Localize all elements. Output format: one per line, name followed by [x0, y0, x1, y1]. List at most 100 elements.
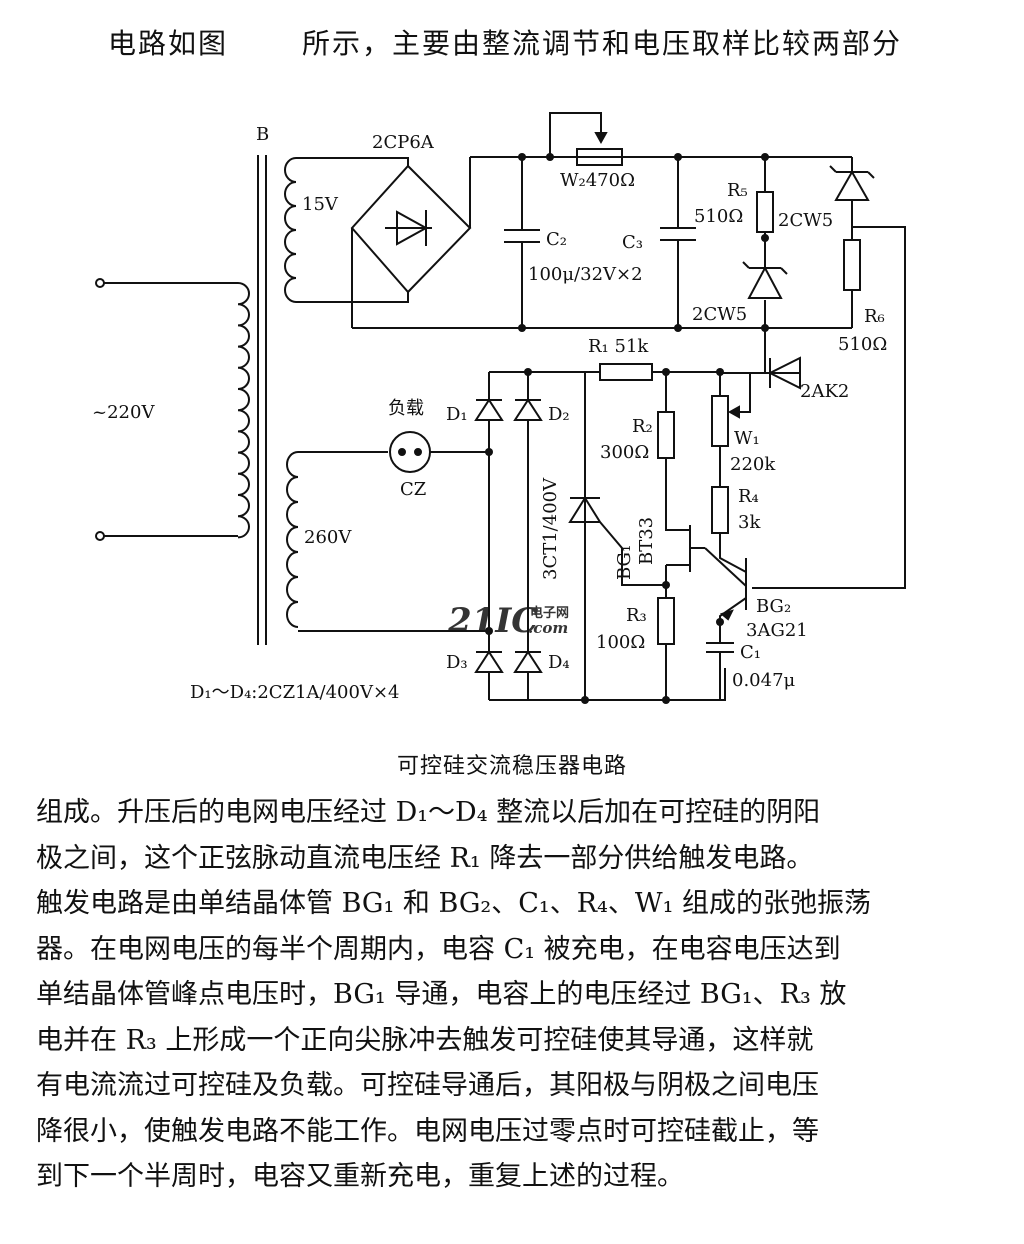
primary-coil [237, 282, 250, 539]
diode-d3 [474, 650, 504, 673]
junction-load [485, 448, 493, 456]
bridge-rectifier [350, 164, 472, 294]
label-d1: D₁ [446, 404, 468, 425]
label-r4-value: 3k [738, 512, 761, 533]
paragraph-line: 组成。升压后的电网电压经过 D₁～D₄ 整流以后加在可控硅的阴阳 [36, 797, 821, 828]
label-r4: R₄ [738, 486, 759, 507]
paragraph-line: 触发电路是由单结晶体管 BG₁ 和 BG₂、C₁、R₄、W₁ 组成的张弛振荡 [36, 888, 872, 919]
junction-c3-bottom [674, 324, 682, 332]
bridge-diode-symbol [385, 210, 432, 246]
label-bg1: BG₁ [614, 545, 635, 580]
junction-bridge-top [524, 368, 532, 376]
paragraph-line: 到下一个半周时，电容又重新充电，重复上述的过程。 [36, 1161, 684, 1192]
capacitor-c2 [504, 157, 540, 328]
label-2ak2: 2AK2 [800, 381, 849, 402]
label-c2: C₂ [546, 229, 567, 250]
scr-3ct1 [568, 372, 665, 700]
resistor-r4 [711, 486, 729, 534]
label-r6: R₆ [864, 306, 885, 327]
junction-r1-right [662, 368, 670, 376]
resistor-r1 [599, 363, 653, 381]
pot-w2-wiper [549, 112, 602, 157]
label-c1: C₁ [740, 642, 761, 663]
diode-d1 [474, 398, 504, 421]
watermark-21ic: 21IC 电子网 .com [447, 601, 569, 641]
label-load: 负载 [388, 398, 424, 419]
label-d4: D₄ [548, 652, 570, 673]
secondary-15v-top-lead [296, 157, 409, 166]
paragraph-line: 电并在 R₃ 上形成一个正向尖脉冲去触发可控硅使其导通，这样就 [36, 1024, 814, 1056]
label-transformer: B [256, 124, 269, 145]
zener-2cw5-top [829, 157, 875, 240]
secondary-coil-260v [286, 451, 299, 628]
label-c3: C₃ [622, 232, 643, 253]
label-r1: R₁ 51k [588, 336, 649, 357]
label-bg2: BG₂ [756, 596, 791, 617]
pot-w1-wiper [738, 373, 751, 413]
bg2-transistor [704, 547, 747, 643]
label-r2-value: 300Ω [600, 442, 649, 463]
zener-2cw5-mid [742, 261, 788, 299]
label-r3-value: 100Ω [596, 632, 645, 653]
junction-r5-top [761, 153, 769, 161]
junction-r5-zener [761, 234, 769, 242]
label-r5: R₅ [727, 180, 748, 201]
junction-c3-top [674, 153, 682, 161]
junction-260v-bottom [485, 627, 493, 635]
label-w1-value: 220k [730, 454, 776, 475]
label-d2: D₂ [548, 404, 570, 425]
junction-bg1-r3 [662, 581, 670, 589]
label-r2: R₂ [632, 416, 653, 437]
junction-scr-bottom [581, 696, 589, 704]
paragraph-line: 降很小，使触发电路不能工作。电网电压过零点时可控硅截止，等 [36, 1115, 819, 1147]
circuit-diagram: B ~220V 15V 260V 2CP6A W₂470Ω C₂ C₃ 100μ… [92, 112, 906, 704]
junction-c2-bottom [518, 324, 526, 332]
label-c1-value: 0.047μ [732, 670, 796, 691]
pot-w1 [711, 395, 729, 447]
load-socket [389, 431, 431, 473]
label-c23-value: 100μ/32V×2 [528, 264, 643, 285]
intro-part2: 所示，主要由整流调节和电压取样比较两部分 [302, 27, 903, 60]
label-r3: R₃ [626, 605, 647, 626]
watermark-com: .com [528, 619, 568, 637]
label-w2: W₂470Ω [560, 170, 635, 191]
body-paragraph: 组成。升压后的电网电压经过 D₁～D₄ 整流以后加在可控硅的阴阳 极之间，这个正… [36, 790, 986, 1200]
pot-w2 [576, 148, 623, 166]
mains-terminal-bottom [95, 531, 105, 541]
watermark-logo: 21IC [447, 601, 538, 641]
paragraph-line: 器。在电网电压的每半个周期内，电容 C₁ 被充电，在电容电压达到 [36, 933, 841, 965]
figure-caption: 可控硅交流稳压器电路 [396, 754, 627, 779]
label-zener-mid: 2CW5 [692, 304, 747, 325]
paragraph-line: 单结晶体管峰点电压时，BG₁ 导通，电容上的电压经过 BG₁、R₃ 放 [36, 979, 847, 1010]
label-r6-value: 510Ω [838, 334, 887, 355]
label-bg1-type: BT33 [636, 517, 657, 565]
junction-w2 [546, 153, 554, 161]
label-scr: 3CT1/400V [540, 477, 561, 580]
junction-r3-bottom [662, 696, 670, 704]
intro-line: 电路如图 所示，主要由整流调节和电压取样比较两部分 [108, 22, 902, 62]
capacitor-c1 [706, 622, 734, 700]
resistor-r2 [657, 411, 675, 459]
secondary-coil-15v [284, 157, 297, 303]
junction-w1-top [716, 368, 724, 376]
label-w1: W₁ [734, 428, 760, 449]
load-socket-pin-right [414, 448, 422, 456]
junction-c2-top [518, 153, 526, 161]
bg2-emitter-arrow [719, 609, 734, 621]
label-bridge: 2CP6A [372, 132, 435, 153]
label-cz: CZ [400, 479, 426, 500]
diode-2ak2 [720, 328, 801, 390]
mains-terminal-top [95, 278, 105, 288]
label-r5-value: 510Ω [694, 206, 743, 227]
junction-c1-top [716, 618, 724, 626]
zener-r6-tap [752, 226, 906, 589]
label-diodes-note: D₁～D₄:2CZ1A/400V×4 [190, 682, 400, 703]
capacitor-c3 [660, 157, 696, 328]
r4-lead [719, 533, 747, 573]
label-15v: 15V [302, 194, 339, 215]
pot-w1-arrow [727, 405, 740, 419]
watermark-small: 电子网 [530, 605, 569, 621]
intro-part1: 电路如图 [108, 27, 229, 60]
junction-zener-bottom [761, 324, 769, 332]
diode-d2 [513, 398, 543, 421]
